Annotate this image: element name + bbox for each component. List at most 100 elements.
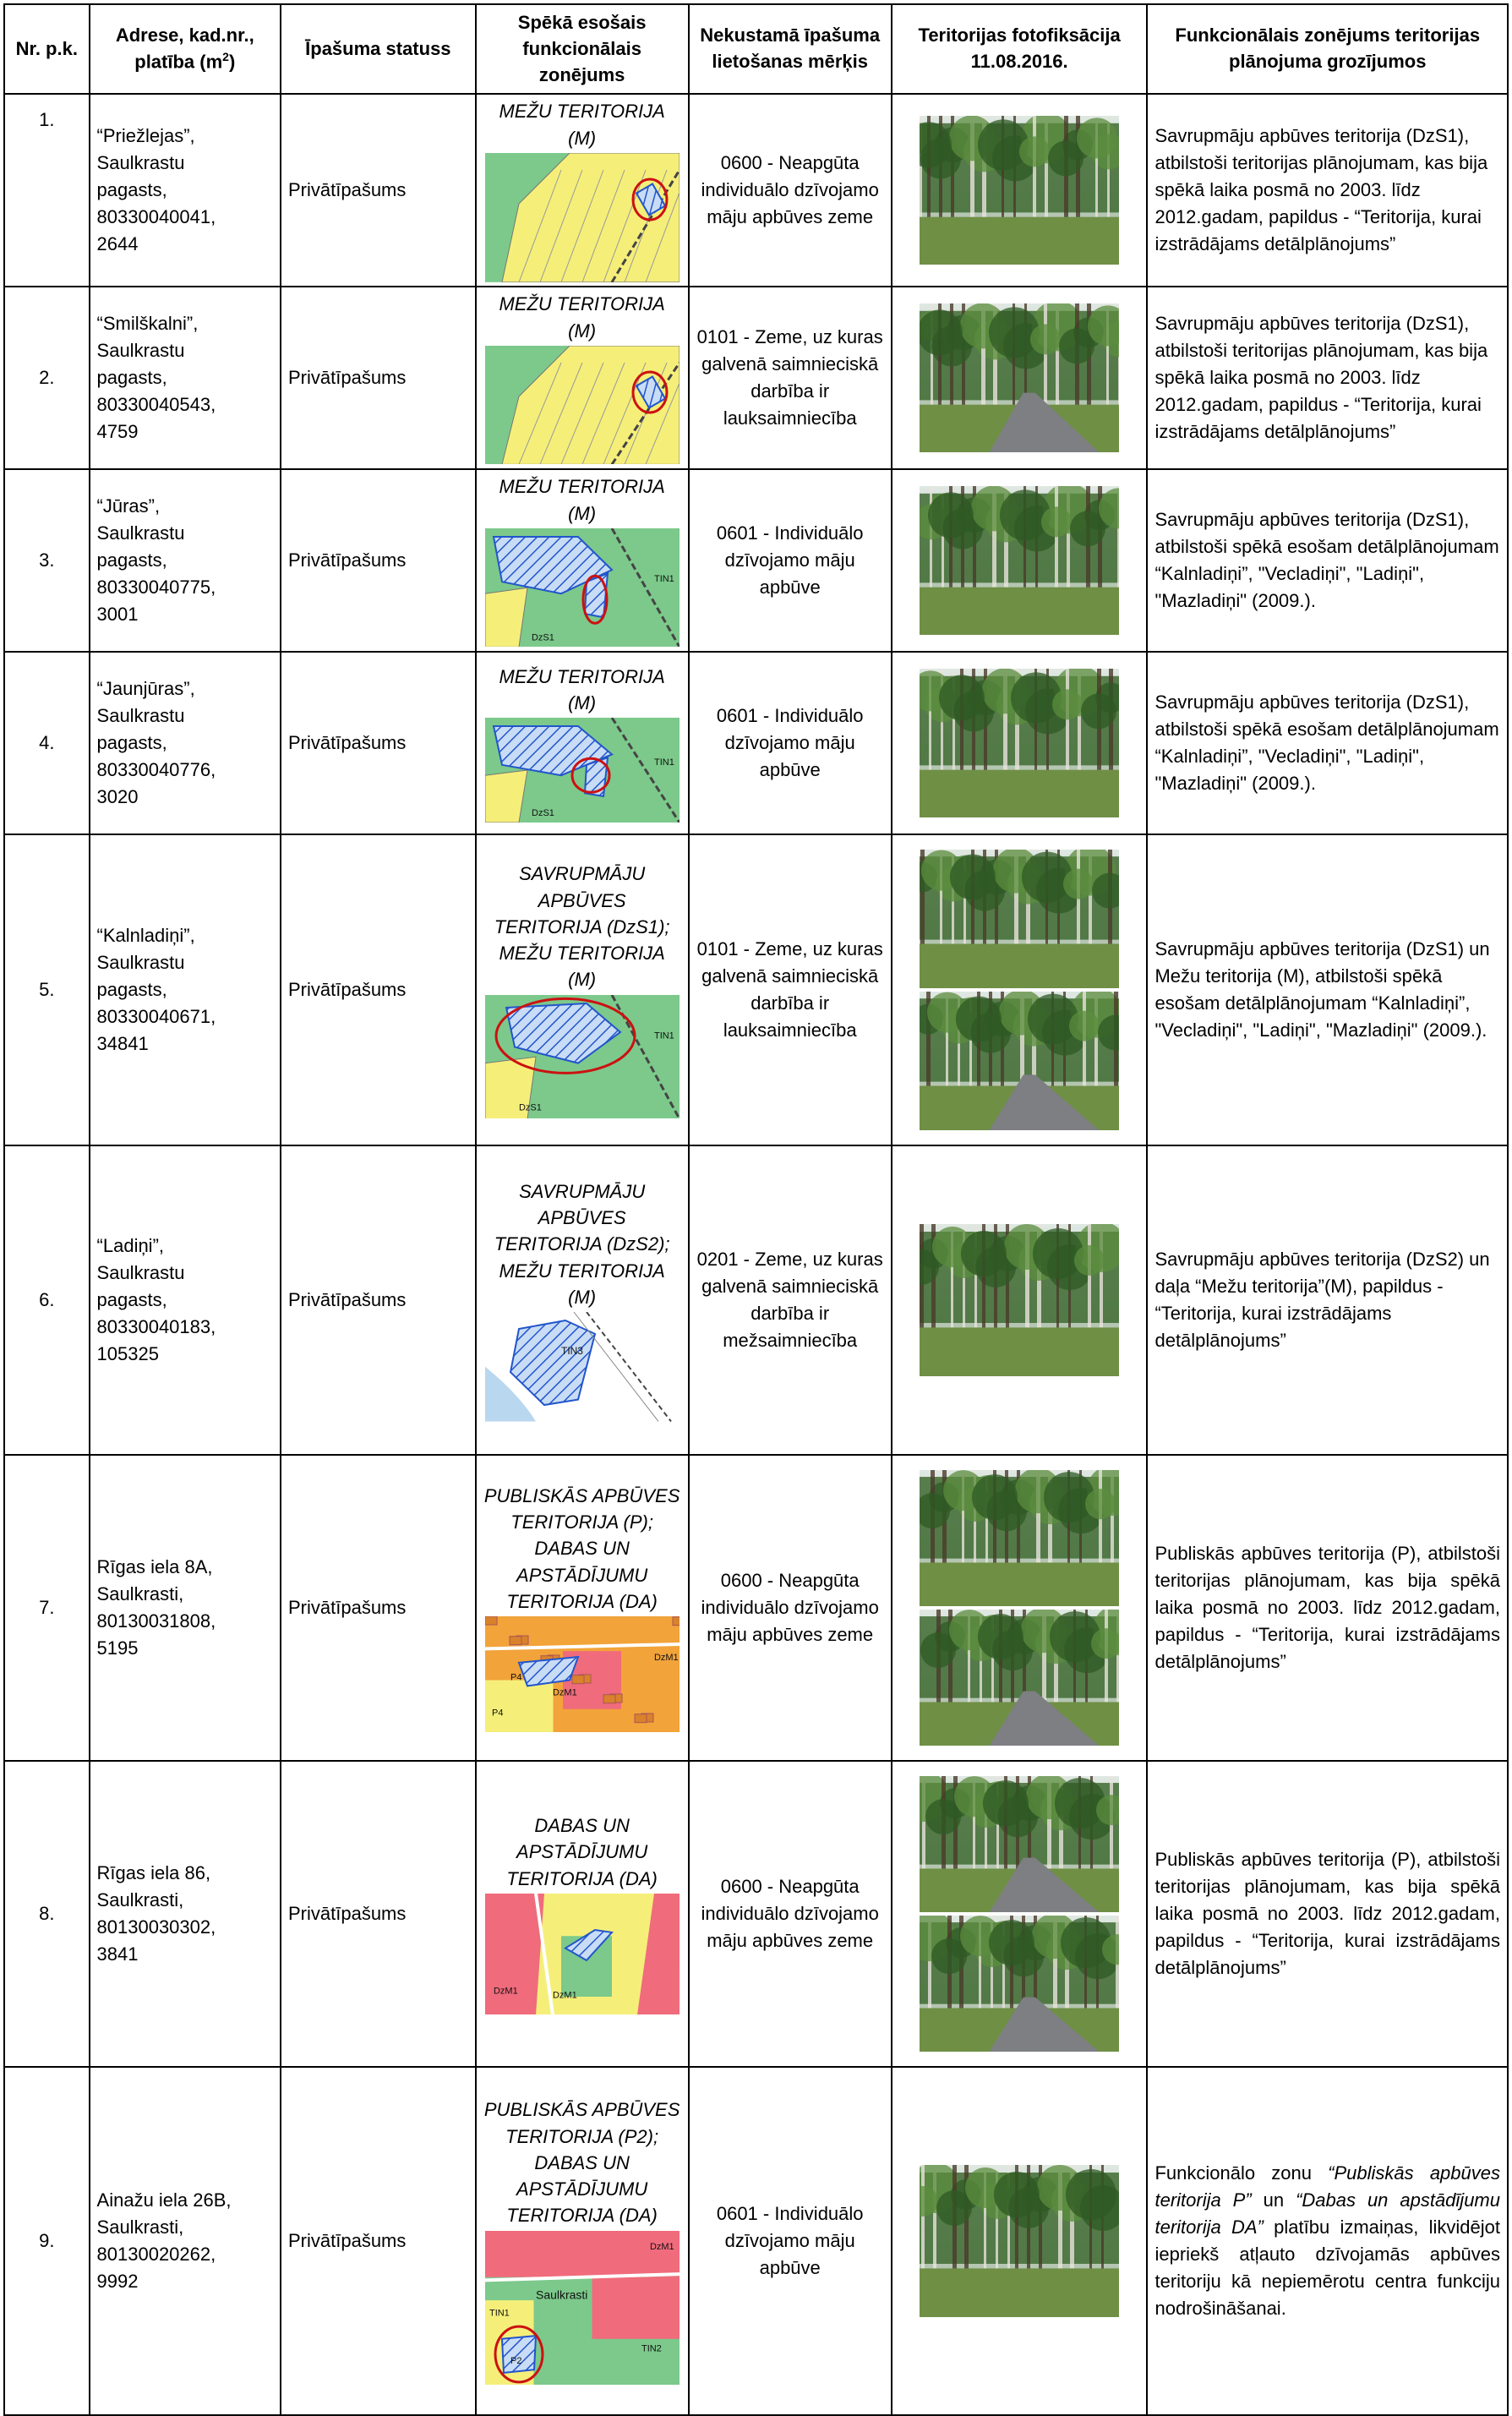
address-line: 5195 [96, 1637, 139, 1659]
map-label-tin1: TIN1 [654, 757, 674, 768]
cell-nr: 2. [3, 285, 90, 470]
site-photo [920, 1775, 1120, 1912]
cell-change: Savrupmāju apbūves teritorija (DzS1), at… [1146, 93, 1509, 287]
cell-purpose: 0600 - Neapgūta individuālo dzīvojamo mā… [687, 93, 892, 287]
address-line: Saulkrastu [96, 704, 185, 726]
address-line: Saulkrasti, [96, 1889, 184, 1910]
cell-change: Savrupmāju apbūves teritorija (DzS1), at… [1146, 285, 1509, 470]
cell-nr: 6. [3, 1144, 90, 1456]
map-label-dzm1: DzM1 [553, 1688, 577, 1698]
site-photo [920, 1469, 1120, 1606]
address-line: pagasts, [96, 978, 167, 1000]
zoning-label: PUBLISKĀS APBŪVES TERITORIJA (P2); DABAS… [483, 2099, 680, 2227]
cell-purpose: 0101 - Zeme, uz kuras galvenā saimniecis… [687, 833, 892, 1146]
site-photo [920, 2164, 1120, 2317]
site-photo [920, 849, 1120, 988]
address-line: “Smilškalni”, [96, 313, 199, 334]
cell-photo [890, 2065, 1149, 2416]
address-line: Saulkrastu [96, 951, 185, 973]
zoning-map [484, 345, 680, 465]
site-photo [920, 1223, 1120, 1376]
cell-nr: 1. [3, 93, 90, 287]
cell-purpose: 0201 - Zeme, uz kuras galvenā saimniecis… [687, 1144, 892, 1456]
cell-photo [890, 93, 1149, 287]
cell-address: Rīgas iela 86,Saulkrasti,80130030302,384… [88, 1759, 282, 2068]
cell-photo [890, 1759, 1149, 2068]
header-status: Īpašuma statuss [280, 3, 477, 96]
cell-photo [890, 467, 1149, 653]
cell-photo [890, 1144, 1149, 1456]
table-row: 8.Rīgas iela 86,Saulkrasti,80130030302,3… [3, 1759, 1509, 2068]
map-label-dzm1: DzM1 [650, 2241, 674, 2251]
cell-photo [890, 285, 1149, 470]
address-line: 80330040041, [96, 206, 216, 227]
change-text-part: “Publiskās apbūves teritorija P” [1154, 2162, 1500, 2211]
address-line: 80330040776, [96, 758, 216, 780]
cell-status: Privātīpašums [280, 1144, 477, 1456]
map-label-saulkrasti: Saulkrasti [536, 2288, 587, 2301]
cell-status: Privātīpašums [280, 285, 477, 470]
address-line: “Jūras”, [96, 495, 161, 517]
address-line: 80330040775, [96, 576, 216, 598]
map-label-p4: P4 [492, 1708, 503, 1718]
address-line: “Ladiņi”, [96, 1235, 165, 1256]
header-row: Nr. p.k. Adrese, kad.nr., platība (m2) Ī… [3, 3, 1509, 96]
highlight-circle [570, 757, 611, 794]
highlight-circle [631, 178, 669, 221]
zoning-map: DzM1 DzM1 [484, 1893, 680, 2015]
map-label-tin3: TIN3 [561, 1345, 583, 1357]
address-line: Rīgas iela 8A, [96, 1555, 213, 1577]
cell-change: Funkcionālo zonu “Publiskās apbūves teri… [1146, 2065, 1509, 2416]
address-line: 2644 [96, 232, 139, 254]
address-line: pagasts, [96, 549, 167, 571]
cell-nr: 3. [3, 467, 90, 653]
zoning-label: SAVRUPMĀJU APBŪVES TERITORIJA (DzS2); ME… [494, 1180, 670, 1308]
map-label-p2: P2 [510, 2356, 521, 2366]
zoning-map: TIN3 [484, 1312, 680, 1422]
cell-zoning: DABAS UN APSTĀDĪJUMU TERITORIJA (DA)DzM1… [474, 1759, 690, 2068]
cell-photo [890, 833, 1149, 1146]
address-line: 3841 [96, 1943, 139, 1965]
address-line: 80330040183, [96, 1315, 216, 1337]
table-row: 7.Rīgas iela 8A,Saulkrasti,80130031808,5… [3, 1453, 1509, 1762]
site-photo [920, 1915, 1120, 2052]
address-line: “Jaunjūras”, [96, 678, 195, 699]
site-photo [920, 303, 1120, 452]
cell-change: Savrupmāju apbūves teritorija (DzS2) un … [1146, 1144, 1509, 1456]
map-label-dzm1: DzM1 [553, 1990, 577, 2000]
zoning-label: SAVRUPMĀJU APBŪVES TERITORIJA (DzS1); ME… [494, 863, 670, 991]
map-label-dzm1: DzM1 [494, 1986, 518, 1996]
site-photo [920, 116, 1120, 265]
address-line: 80330040543, [96, 393, 216, 415]
address-line: 4759 [96, 420, 139, 442]
cell-nr: 8. [3, 1759, 90, 2068]
cell-purpose: 0101 - Zeme, uz kuras galvenā saimniecis… [687, 285, 892, 470]
address-line: 80330040671, [96, 1005, 216, 1027]
address-line: “Priežlejas”, [96, 125, 195, 147]
highlight-circle [631, 370, 669, 414]
map-label-tin2: TIN2 [641, 2343, 662, 2353]
cell-address: Ainažu iela 26B,Saulkrasti,80130020262,9… [88, 2065, 282, 2416]
zoning-label: MEŽU TERITORIJA (M) [499, 665, 665, 713]
map-label-dzs1: DzS1 [532, 808, 554, 818]
cell-status: Privātīpašums [280, 2065, 477, 2416]
zoning-label: MEŽU TERITORIJA (M) [499, 293, 665, 342]
address-line: 3001 [96, 603, 139, 625]
cell-address: Rīgas iela 8A,Saulkrasti,80130031808,519… [88, 1453, 282, 1762]
cell-zoning: MEŽU TERITORIJA (M) [474, 93, 690, 287]
zoning-label: DABAS UN APSTĀDĪJUMU TERITORIJA (DA) [506, 1815, 658, 1889]
address-line: Rīgas iela 86, [96, 1861, 211, 1883]
cell-nr: 5. [3, 833, 90, 1146]
cell-nr: 4. [3, 650, 90, 835]
cell-status: Privātīpašums [280, 1453, 477, 1762]
cell-change: Savrupmāju apbūves teritorija (DzS1) un … [1146, 833, 1509, 1146]
address-line: 9992 [96, 2270, 139, 2292]
